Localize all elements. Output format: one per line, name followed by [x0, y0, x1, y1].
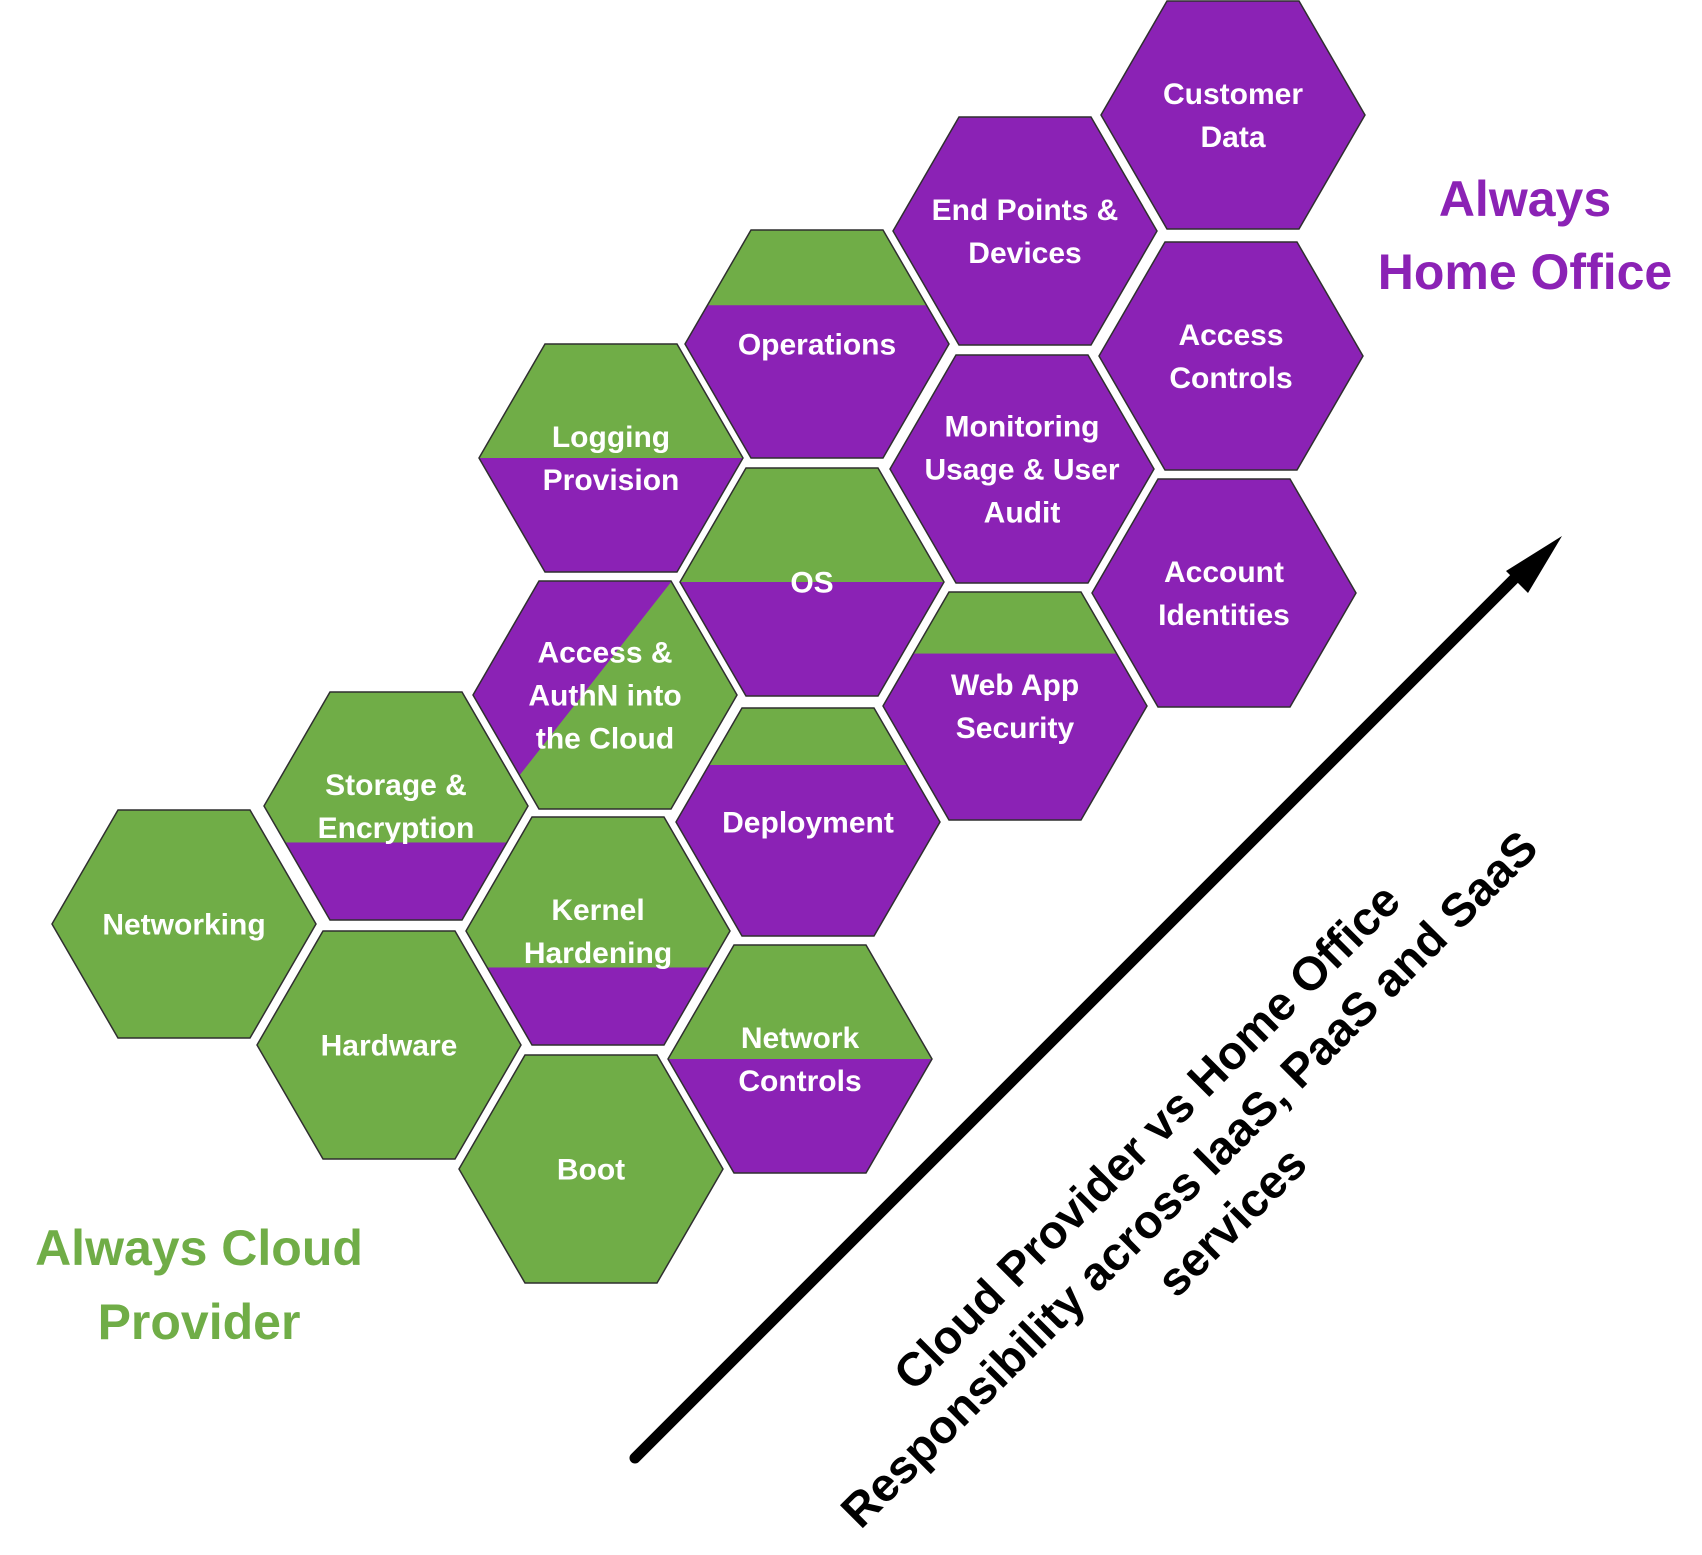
hexagon-outline [889, 354, 1155, 584]
hexagon-label: End Points & [932, 194, 1119, 227]
hexagon-label: Boot [557, 1154, 625, 1187]
hexagon-outline [1100, 0, 1366, 230]
cloud-provider-label-line2: Provider [98, 1294, 301, 1350]
hexagon-fill [1099, 242, 1363, 470]
hexagon-outline [684, 229, 950, 459]
hexagon-label: Hardware [321, 1030, 458, 1063]
hexagon-label: Network [741, 1022, 860, 1055]
hexagon-outline [472, 580, 738, 810]
hexagon-networking: Networking [51, 809, 317, 1039]
hexagon-cloud-share [490, 581, 737, 809]
hexagon-outline [1091, 478, 1357, 708]
hexagon-outline [882, 591, 1148, 821]
hexagon-label: Networking [102, 909, 265, 942]
hexagon-label: OS [790, 567, 833, 600]
hexagon-fill [883, 592, 1147, 820]
hexagon-label: Kernel [551, 894, 644, 927]
hexagon-label: Access & [537, 637, 672, 670]
cloud-provider-label: Always Cloud Provider [35, 1220, 363, 1350]
hexagon-base-fill [1101, 1, 1365, 229]
hexagon-label: Encryption [318, 812, 475, 845]
hexagon-outline [458, 1054, 724, 1284]
hexagon-label: Customer [1163, 78, 1303, 111]
hexagon-outline [675, 707, 941, 937]
hexagon-label: Data [1200, 121, 1265, 154]
hexagon-outline [465, 816, 731, 1046]
hexagon-label: Operations [738, 329, 896, 362]
hexagon-label: Monitoring [945, 411, 1100, 444]
responsibility-arrow [629, 536, 1562, 1464]
arrow-shaft [629, 557, 1536, 1464]
hexagon-boot: Boot [458, 1054, 724, 1284]
hexagon-label: Audit [984, 497, 1061, 530]
hexagon-label: Logging [552, 421, 670, 454]
hexagon-label: Identities [1158, 599, 1290, 632]
hexagon-label: Account [1164, 556, 1284, 589]
hexagon-outline [51, 809, 317, 1039]
hexagon-operations: Operations [684, 229, 950, 459]
arrow-caption: Cloud Provider vs Home Office Responsibi… [830, 820, 1547, 1537]
cloud-provider-label-line1: Always Cloud [35, 1220, 363, 1276]
hexagon-label: Hardening [524, 937, 672, 970]
hexagon-label: Controls [738, 1065, 861, 1098]
hexagon-label: the Cloud [536, 723, 674, 756]
hexagon-hardware: Hardware [256, 930, 522, 1160]
hexagon-fill [1092, 479, 1356, 707]
arrow-caption-line2: Responsibility across IaaS, PaaS and Saa… [830, 820, 1547, 1537]
hexagon-outline [1098, 241, 1364, 471]
home-office-label-line2: Home Office [1378, 244, 1673, 300]
hexagon-access-authn-cloud: Access & AuthN into the Cloud [472, 580, 738, 810]
hexagon-label: Web App [951, 669, 1079, 702]
hexagon-label: Controls [1169, 362, 1292, 395]
hexagon-label: AuthN into [528, 680, 681, 713]
hexagon-label: Usage & User [924, 454, 1119, 487]
hexagon-label: Provision [543, 464, 680, 497]
home-office-label-line1: Always [1439, 171, 1611, 227]
hexagon-fill [1101, 1, 1365, 229]
hexagon-label: Security [956, 712, 1075, 745]
hexagon-outline [263, 691, 529, 921]
home-office-label: Always Home Office [1378, 171, 1673, 300]
hexagon-label: Storage & [325, 769, 467, 802]
hexagon-end-points-devices: End Points & Devices [892, 116, 1158, 346]
arrow-head-icon [1506, 536, 1562, 593]
hexagon-outline [256, 930, 522, 1160]
hexagon-label: Deployment [722, 807, 894, 840]
hexagon-outline [892, 116, 1158, 346]
hexagon-base-fill [1099, 242, 1363, 470]
hexagon-base-fill [1092, 479, 1356, 707]
hexagon-outline [667, 944, 933, 1174]
hexagon-outline [679, 467, 945, 697]
hexagon-outline [478, 343, 744, 573]
hexagon-label: Access [1178, 319, 1283, 352]
hexagon-label: Devices [968, 237, 1081, 270]
